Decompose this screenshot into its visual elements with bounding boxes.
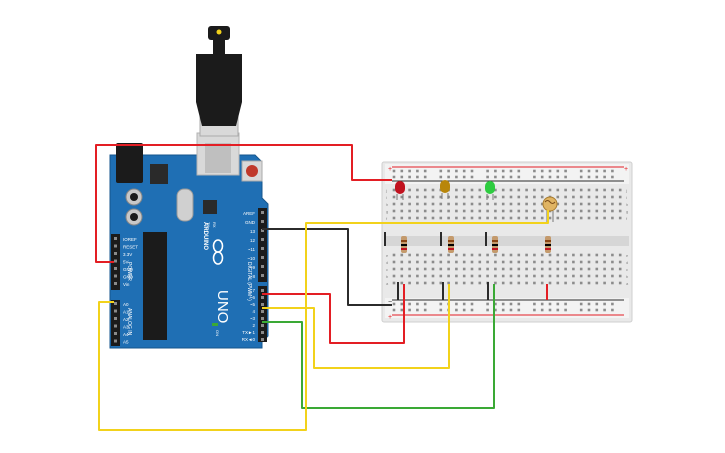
row-letter: b <box>626 274 629 279</box>
row-letter: c <box>626 267 628 272</box>
rx-led-label: RX <box>212 222 217 228</box>
voltage-regulator <box>150 164 168 184</box>
on-led <box>212 323 218 326</box>
pin-label: RX◄0 <box>242 337 256 342</box>
pin-label: ~6 <box>250 295 256 300</box>
dc-power-jack <box>116 143 143 183</box>
rail-plus-label: + <box>388 166 392 173</box>
pin-label: ~10 <box>247 256 255 261</box>
pin-label: TX►1 <box>242 330 255 335</box>
row-letter: f <box>386 216 388 221</box>
crystal-oscillator <box>176 188 194 222</box>
wire-pin-green-led[interactable] <box>262 284 495 409</box>
resistor-4[interactable] <box>545 236 551 253</box>
pin-label: 4 <box>252 309 255 314</box>
pin-label: A1 <box>123 310 129 315</box>
wire-pin-yellow-led[interactable] <box>262 284 450 369</box>
green-led[interactable] <box>485 181 495 200</box>
breadboard-holes <box>392 169 622 312</box>
infinity-logo-icon <box>212 239 224 265</box>
pin-label: 13 <box>250 229 256 234</box>
row-letter: e <box>386 253 389 258</box>
pin-label: RESET <box>123 245 138 250</box>
pin-label: A4 <box>123 332 129 337</box>
digital-header-bottom <box>258 286 267 342</box>
row-letter: j <box>385 188 387 193</box>
digital-bottom-pin-labels: 7 ~6 ~5 4 ~3 2TX►1RX◄0 <box>242 288 256 342</box>
digital-top-pin-labels: AREF GND 13 12 ~11 ~10 ~9 8 <box>243 211 256 279</box>
arduino-brand-label: ARDUINO <box>202 222 208 250</box>
row-letter: i <box>626 195 627 200</box>
pin-label: 12 <box>250 238 256 243</box>
row-letter: i <box>386 195 387 200</box>
row-letter: d <box>626 260 628 265</box>
pin-label: IOREF <box>123 237 137 242</box>
pin-label: A3 <box>123 325 129 330</box>
arduino-model-label: UNO <box>214 290 231 323</box>
row-letter: h <box>386 202 388 207</box>
row-letter: a <box>626 281 629 286</box>
pin-label: A0 <box>123 302 129 307</box>
row-letter: c <box>386 267 388 272</box>
pin-label: GND <box>245 220 256 225</box>
digital-header-title: DIGITAL (PWM~) <box>246 262 252 301</box>
row-letter: e <box>626 253 629 258</box>
pin-label: A2 <box>123 317 129 322</box>
row-letter: j <box>625 188 627 193</box>
row-letter: f <box>626 216 628 221</box>
pin-label: ~9 <box>250 265 256 270</box>
row-letter: d <box>386 260 388 265</box>
digital-header-top <box>258 208 267 282</box>
power-pin-labels: IOREF RESET 3.3V 5V GND GND Vin <box>123 237 138 287</box>
resistor-3[interactable] <box>492 236 498 253</box>
rail-plus-label-right: + <box>624 166 628 173</box>
pin-label: AREF <box>243 211 255 216</box>
pin-label: 8 <box>252 274 255 279</box>
pin-label: 2 <box>252 323 255 328</box>
resistor-1[interactable] <box>401 236 407 253</box>
yellow-led[interactable] <box>440 180 450 199</box>
on-led-label: ON <box>215 330 220 336</box>
wire-5v-to-rail[interactable] <box>95 144 392 263</box>
row-letter: b <box>386 274 389 279</box>
red-led[interactable] <box>395 181 405 200</box>
resistor-2[interactable] <box>448 236 454 253</box>
usb-interface-chip <box>203 200 217 214</box>
analog-header <box>111 300 120 346</box>
pin-label: 5V <box>123 260 129 265</box>
pin-label: ~3 <box>250 316 256 321</box>
row-letter: a <box>386 281 389 286</box>
pin-label: A5 <box>123 340 129 345</box>
pin-label: 3.3V <box>123 252 132 257</box>
rail-minus-label: − <box>388 299 392 306</box>
tx-led-label: TX <box>206 222 211 227</box>
wire-pin-red-led[interactable] <box>262 284 405 344</box>
pin-label: GND <box>123 267 134 272</box>
pin-label: Vin <box>123 282 130 287</box>
row-letter: g <box>626 209 628 214</box>
rail-plus-bottom-label: + <box>388 314 392 321</box>
row-letter: g <box>386 209 388 214</box>
pin-label: ~11 <box>248 247 256 252</box>
reset-button-icon[interactable] <box>241 160 263 182</box>
pin-label: ~5 <box>250 302 256 307</box>
wire-a0-to-photoresistor[interactable] <box>98 210 549 431</box>
pin-label: 7 <box>252 288 255 293</box>
power-header-title: POWER <box>126 262 132 281</box>
pin-label: GND <box>123 275 134 280</box>
atmega-microcontroller <box>143 232 167 340</box>
analog-header-title: ANALOG IN <box>126 308 132 336</box>
row-letter: h <box>626 202 628 207</box>
usb-plug-icon[interactable] <box>196 26 242 137</box>
